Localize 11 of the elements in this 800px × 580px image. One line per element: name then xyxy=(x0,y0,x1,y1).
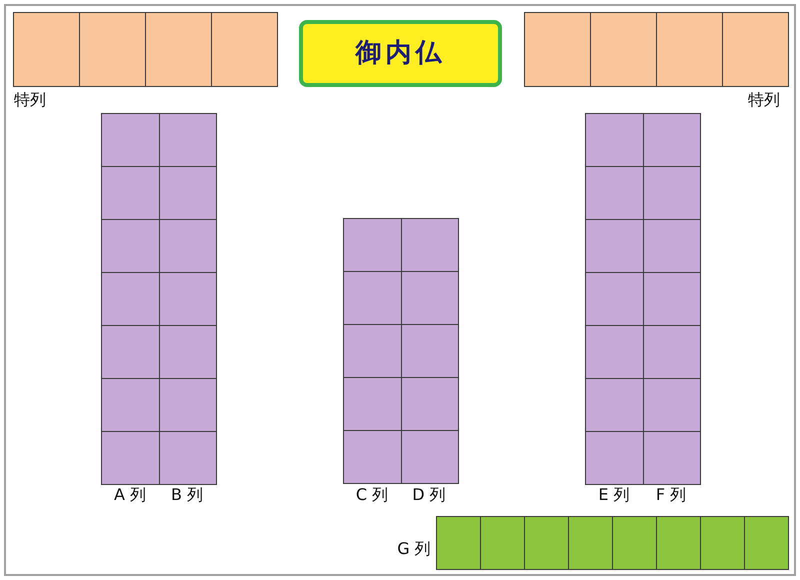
row-label: 特列 xyxy=(748,90,780,110)
row-label: E 列 xyxy=(598,485,630,505)
row-label: F 列 xyxy=(656,485,686,505)
altar-title: 御内仏 xyxy=(356,37,446,70)
row-label: C 列 xyxy=(356,485,388,505)
row-label: A 列 xyxy=(114,485,146,505)
row-label: D 列 xyxy=(412,485,446,505)
row-label: G 列 xyxy=(397,539,431,559)
row-label: 特列 xyxy=(14,90,46,110)
row-label: B 列 xyxy=(170,485,204,505)
altar-sign xyxy=(299,20,502,87)
